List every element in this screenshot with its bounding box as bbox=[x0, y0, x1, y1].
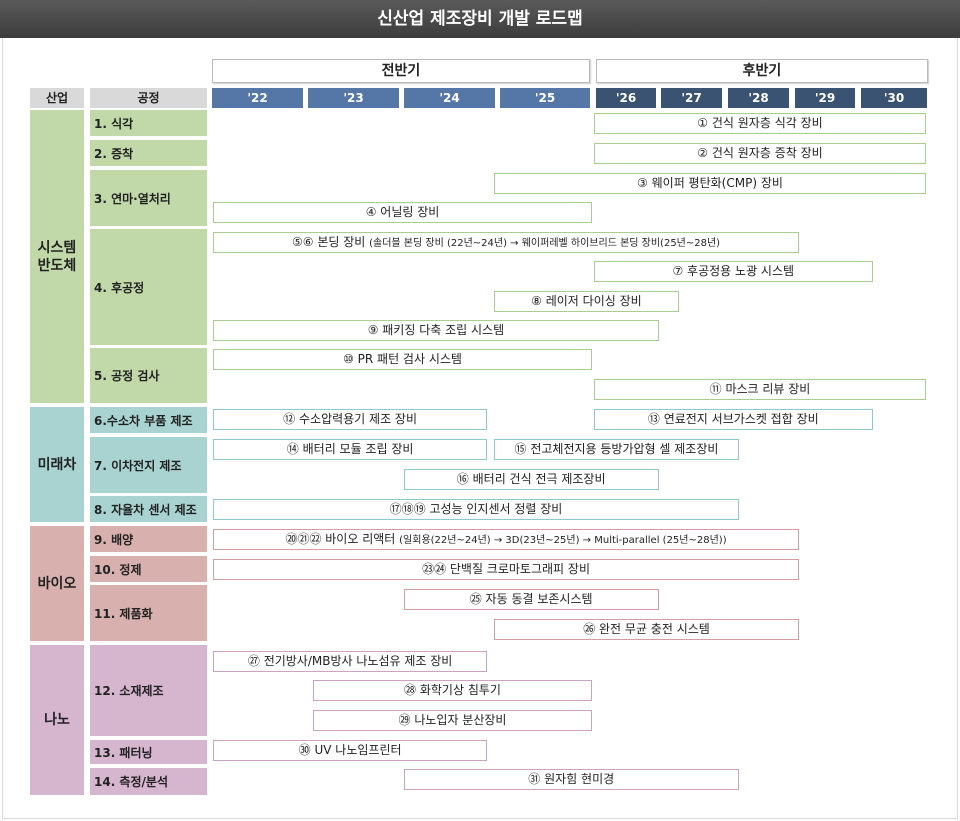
roadmap-bar: ㉖ 완전 무균 충전 시스템 bbox=[493, 619, 800, 640]
process-cell: 10. 정제 bbox=[90, 556, 207, 582]
bar-label: ① 건식 원자층 식각 장비 bbox=[697, 116, 823, 130]
roadmap-bar: ④ 어닐링 장비 bbox=[213, 202, 592, 223]
roadmap-bar: ⑪ 마스크 리뷰 장비 bbox=[594, 379, 926, 400]
process-cell: 3. 연마·열처리 bbox=[90, 170, 207, 226]
bar-label: ㉖ 완전 무균 충전 시스템 bbox=[583, 622, 710, 636]
year-30: '30 bbox=[861, 88, 927, 108]
roadmap-bar: ③ 웨이퍼 평탄화(CMP) 장비 bbox=[493, 173, 926, 194]
roadmap-bar: ⑫ 수소압력용기 제조 장비 bbox=[213, 409, 488, 430]
bar-label: ⑪ 마스크 리뷰 장비 bbox=[709, 382, 811, 396]
bar-label: ⑤⑥ 본딩 장비 bbox=[291, 235, 370, 249]
frame bbox=[2, 38, 958, 819]
bar-label: ㉙ 나노입자 분산장비 bbox=[398, 713, 507, 727]
bar-sublabel: (일회용(22년~24년) → 3D(23년~25년) → Multi-para… bbox=[399, 535, 727, 546]
roadmap-bar: ⑬ 연료전지 서브가스켓 접합 장비 bbox=[594, 409, 873, 430]
year-23: '23 bbox=[308, 88, 399, 108]
industry-cell: 시스템 반도체 bbox=[30, 110, 84, 403]
bar-label: ④ 어닐링 장비 bbox=[365, 205, 440, 219]
bar-label: ③ 웨이퍼 평탄화(CMP) 장비 bbox=[637, 176, 783, 190]
bar-label: ⑳㉑㉒ 바이오 리액터 bbox=[285, 532, 400, 546]
year-25: '25 bbox=[500, 88, 590, 108]
year-26: '26 bbox=[596, 88, 656, 108]
bar-label: ㉗ 전기방사/MB방사 나노섬유 제조 장비 bbox=[247, 654, 453, 668]
bar-label: ㉓㉔ 단백질 크로마토그래피 장비 bbox=[422, 562, 590, 576]
roadmap-bar: ⑨ 패키징 다축 조립 시스템 bbox=[213, 320, 659, 341]
bar-label: ㉘ 화학기상 침투기 bbox=[404, 683, 501, 697]
bar-label: ⑯ 배터리 건식 전극 제조장비 bbox=[456, 472, 606, 486]
year-28: '28 bbox=[728, 88, 789, 108]
bar-label: ㉛ 원자힘 현미경 bbox=[528, 772, 615, 786]
industry-header: 산업 bbox=[30, 88, 84, 108]
roadmap-bar: ⑮ 전고체전지용 등방가압형 셀 제조장비 bbox=[493, 439, 739, 460]
process-cell: 14. 측정/분석 bbox=[90, 768, 207, 795]
roadmap-bar: ㉙ 나노입자 분산장비 bbox=[313, 710, 592, 731]
process-cell: 12. 소재제조 bbox=[90, 645, 207, 736]
second-half-header: 후반기 bbox=[596, 59, 928, 83]
roadmap-bar: ㉗ 전기방사/MB방사 나노섬유 제조 장비 bbox=[213, 651, 488, 672]
bar-label: ⑩ PR 패턴 검사 시스템 bbox=[343, 352, 462, 366]
process-cell: 7. 이차전지 제조 bbox=[90, 437, 207, 493]
bar-label: ⑨ 패키징 다축 조립 시스템 bbox=[367, 323, 505, 337]
roadmap-bar: ㉘ 화학기상 침투기 bbox=[313, 680, 592, 701]
roadmap-bar: ⑰⑱⑲ 고성능 인지센서 정렬 장비 bbox=[213, 499, 739, 520]
bar-label: ② 건식 원자층 증착 장비 bbox=[697, 146, 823, 160]
bar-label: ⑦ 후공정용 노광 시스템 bbox=[672, 264, 795, 278]
bar-label: ⑰⑱⑲ 고성능 인지센서 정렬 장비 bbox=[389, 502, 563, 516]
process-cell: 8. 자율차 센서 제조 bbox=[90, 496, 207, 522]
bar-label: ⑫ 수소압력용기 제조 장비 bbox=[283, 412, 418, 426]
roadmap-bar: ⑭ 배터리 모듈 조립 장비 bbox=[213, 439, 488, 460]
process-cell: 11. 제품화 bbox=[90, 585, 207, 641]
roadmap-bar: ⑳㉑㉒ 바이오 리액터 (일회용(22년~24년) → 3D(23년~25년) … bbox=[213, 529, 800, 550]
roadmap-bar: ㉕ 자동 동결 보존시스템 bbox=[403, 589, 659, 610]
bar-label: ㉕ 자동 동결 보존시스템 bbox=[469, 592, 593, 606]
industry-cell: 미래차 bbox=[30, 407, 84, 522]
year-24: '24 bbox=[404, 88, 495, 108]
process-cell: 5. 공정 검사 bbox=[90, 348, 207, 403]
roadmap-bar: ⑤⑥ 본딩 장비 (솔더블 본딩 장비 (22년~24년) → 웨이퍼레벨 하이… bbox=[213, 232, 800, 253]
roadmap-bar: ⑯ 배터리 건식 전극 제조장비 bbox=[403, 469, 659, 490]
process-cell: 9. 배양 bbox=[90, 526, 207, 552]
bar-label: ⑮ 전고체전지용 등방가압형 셀 제조장비 bbox=[514, 442, 719, 456]
first-half-header: 전반기 bbox=[212, 59, 590, 83]
process-cell: 6.수소차 부품 제조 bbox=[90, 407, 207, 433]
year-27: '27 bbox=[661, 88, 722, 108]
industry-cell: 바이오 bbox=[30, 526, 84, 641]
bar-label: ㉚ UV 나노임프린터 bbox=[298, 743, 402, 757]
process-cell: 2. 증착 bbox=[90, 140, 207, 166]
bar-label: ⑬ 연료전지 서브가스켓 접합 장비 bbox=[647, 412, 819, 426]
roadmap-bar: ㉓㉔ 단백질 크로마토그래피 장비 bbox=[213, 559, 800, 580]
process-cell: 13. 패터닝 bbox=[90, 740, 207, 764]
roadmap-bar: ㉚ UV 나노임프린터 bbox=[213, 740, 488, 761]
roadmap-bar: ㉛ 원자힘 현미경 bbox=[403, 769, 739, 790]
year-22: '22 bbox=[212, 88, 303, 108]
process-cell: 1. 식각 bbox=[90, 110, 207, 136]
roadmap-bar: ⑦ 후공정용 노광 시스템 bbox=[594, 261, 873, 282]
bar-label: ⑧ 레이저 다이싱 장비 bbox=[531, 294, 642, 308]
roadmap-bar: ⑩ PR 패턴 검사 시스템 bbox=[213, 349, 592, 370]
page-title: 신산업 제조장비 개발 로드맵 bbox=[0, 0, 960, 38]
roadmap-bar: ① 건식 원자층 식각 장비 bbox=[594, 113, 926, 134]
roadmap-bar: ② 건식 원자층 증착 장비 bbox=[594, 143, 926, 164]
industry-cell: 나노 bbox=[30, 645, 84, 795]
process-header: 공정 bbox=[90, 88, 207, 108]
year-29: '29 bbox=[795, 88, 855, 108]
process-cell: 4. 후공정 bbox=[90, 229, 207, 345]
bar-label: ⑭ 배터리 모듈 조립 장비 bbox=[286, 442, 414, 456]
bar-sublabel: (솔더블 본딩 장비 (22년~24년) → 웨이퍼레벨 하이브리드 본딩 장비… bbox=[369, 238, 721, 249]
roadmap-bar: ⑧ 레이저 다이싱 장비 bbox=[493, 291, 679, 312]
